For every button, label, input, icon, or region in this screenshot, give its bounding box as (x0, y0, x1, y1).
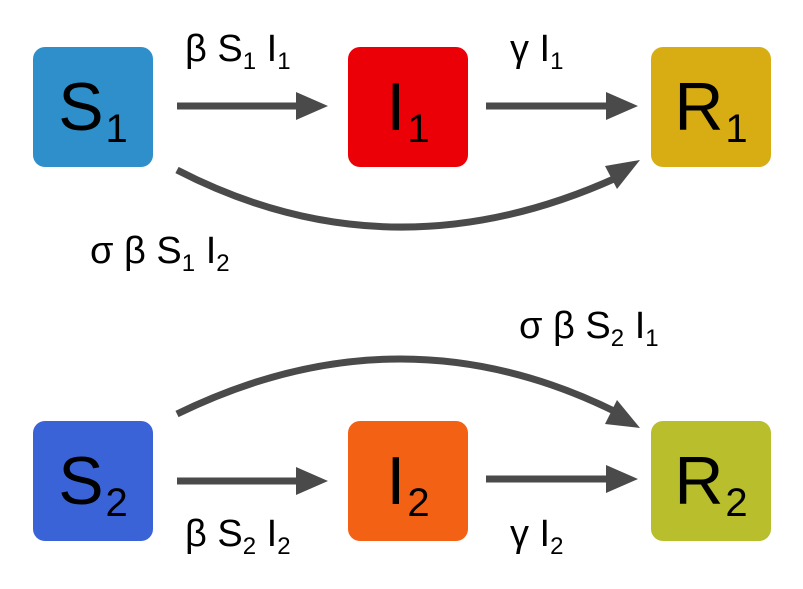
edge-label-s1-r1-text: σ β S (90, 230, 182, 272)
node-s1-subscript: 1 (105, 106, 128, 151)
arrowhead-s2-to-i2 (296, 467, 328, 495)
edge-label-s2-i2-mid: I (256, 513, 278, 555)
edge-label-s1-r1-mid: I (195, 230, 217, 272)
edge-label-i2-r2-sub1: 2 (550, 533, 564, 560)
arrowhead-i1-to-r1 (606, 92, 638, 120)
edge-label-i2-r2-text: γ I (510, 513, 551, 555)
edge-label-s1-r1-sub2: 2 (216, 250, 230, 277)
arrowhead-s2-to-r2 (605, 400, 640, 428)
edge-label-s1-i1-sub1: 1 (242, 48, 257, 75)
node-i2-label: I (386, 443, 406, 519)
edge-label-s1-i1-text: β S (185, 28, 243, 70)
node-r2-label: R (674, 443, 724, 519)
node-i1-label: I (386, 69, 406, 145)
arrowhead-i2-to-r2 (606, 465, 638, 493)
node-r2-subscript: 2 (725, 480, 748, 525)
node-s2-subscript: 2 (105, 480, 128, 525)
edge-label-s1-r1: σ β S1 I2 (90, 230, 230, 276)
edge-label-i1-r1-sub1: 1 (550, 48, 564, 75)
edge-label-s2-i2-text: β S (185, 513, 243, 555)
edge-label-s1-i1: β S1 I1 (185, 28, 291, 74)
edge-label-s2-i2-sub1: 2 (242, 533, 257, 560)
edge-label-s1-i1-sub2: 1 (277, 48, 291, 75)
arrow-s1-to-r1 (175, 166, 618, 231)
edge-label-s2-i2: β S2 I2 (185, 513, 291, 559)
node-i1-subscript: 1 (407, 106, 430, 151)
arrowhead-s1-to-r1 (605, 160, 640, 189)
edge-label-s2-r2-text: σ β S (519, 305, 611, 347)
node-s2-label: S (58, 443, 104, 519)
edge-label-s1-r1-sub1: 1 (181, 250, 196, 277)
node-r1-label: R (674, 69, 724, 145)
edge-label-i1-r1-text: γ I (510, 28, 551, 70)
arrow-s2-to-r2 (175, 355, 618, 418)
edge-label-s2-r2-mid: I (624, 305, 646, 347)
edge-label-i2-r2: γ I2 (510, 513, 563, 559)
node-r1-subscript: 1 (725, 106, 748, 151)
edge-label-s1-i1-mid: I (256, 28, 278, 70)
edge-label-s2-r2: σ β S2 I1 (519, 305, 659, 351)
edge-label-s2-r2-sub2: 1 (645, 325, 659, 352)
edge-label-s2-r2-sub1: 2 (610, 325, 625, 352)
edge-label-i1-r1: γ I1 (510, 28, 563, 74)
edge-label-s2-i2-sub2: 2 (277, 533, 291, 560)
node-i2-subscript: 2 (407, 480, 430, 525)
node-s1-label: S (58, 69, 104, 145)
arrowhead-s1-to-i1 (296, 92, 328, 120)
